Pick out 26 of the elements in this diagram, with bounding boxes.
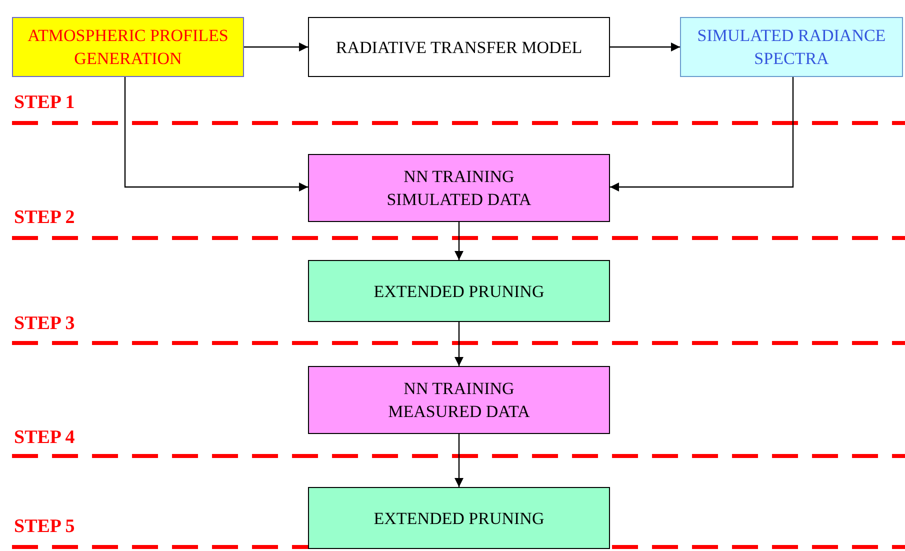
process-box (308, 17, 610, 77)
box-label: NN TRAINING MEASURED DATA (387, 378, 531, 423)
box-label: SIMULATED RADIANCE SPECTRA (696, 25, 887, 70)
arrow (610, 42, 680, 52)
step-label: STEP 1 (14, 92, 75, 114)
box-label: NN TRAINING SIMULATED DATA (386, 166, 532, 211)
box-label: ATMOSPHERIC PROFILES GENERATION (26, 25, 230, 70)
step-label: STEP 5 (14, 516, 75, 538)
arrow (244, 42, 308, 52)
arrow (454, 434, 464, 487)
arrow (610, 77, 794, 192)
step-label: STEP 3 (14, 313, 75, 335)
process-box (680, 17, 903, 77)
box-label: EXTENDED PRUNING (374, 280, 544, 302)
box-label: EXTENDED PRUNING (374, 508, 544, 530)
process-box (308, 366, 610, 434)
box-label: RADIATIVE TRANSFER MODEL (336, 36, 582, 58)
arrow (454, 222, 464, 260)
arrow (124, 77, 308, 192)
step-label: STEP 2 (14, 207, 75, 229)
step-label: STEP 4 (14, 427, 75, 449)
arrow (454, 322, 464, 366)
process-box (308, 260, 610, 322)
process-box (12, 17, 244, 77)
process-box (308, 487, 610, 549)
process-box (308, 154, 610, 222)
